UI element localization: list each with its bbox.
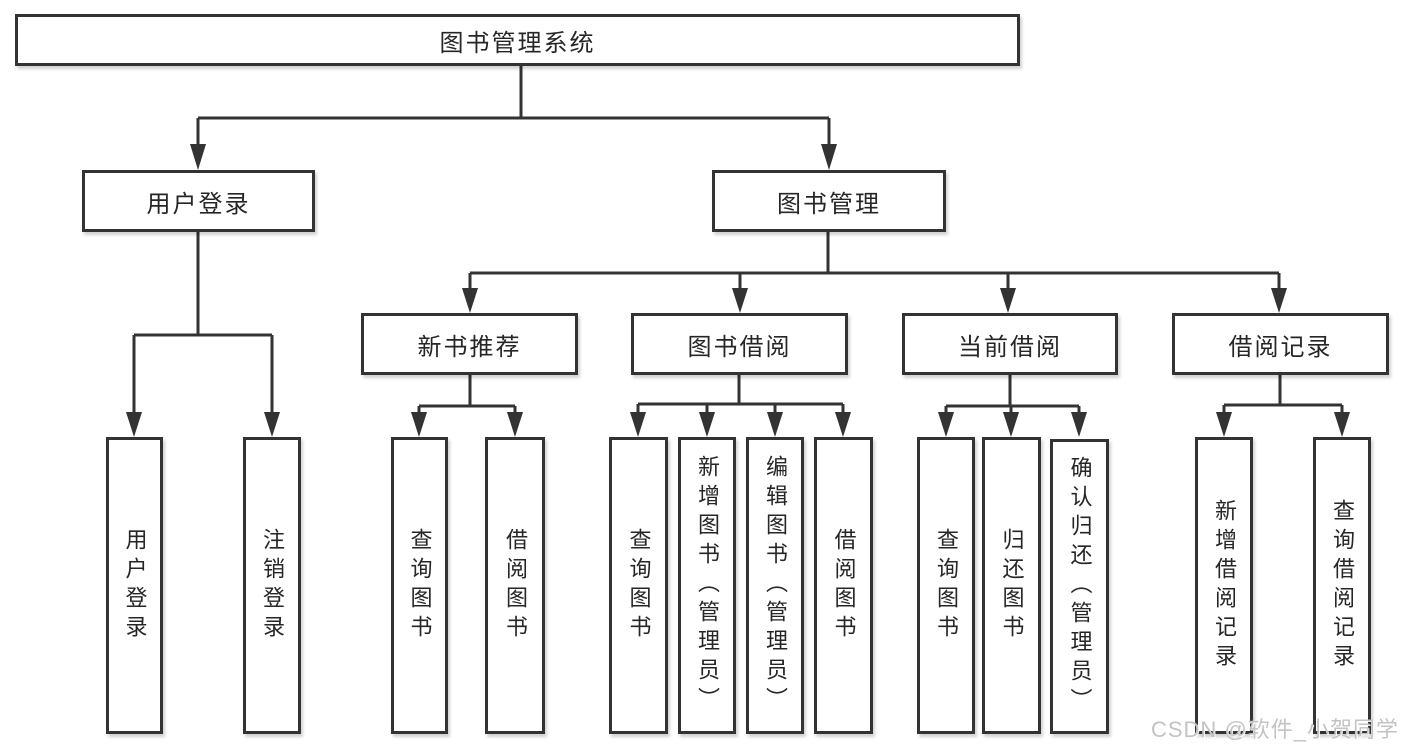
node-borrow-records: 借阅记录 [1172, 313, 1389, 375]
leaf-recommend-borrow-books: 借阅图书 [485, 437, 545, 734]
node-book-borrow: 图书借阅 [631, 313, 848, 375]
leaf-add-books-admin-label: 新增图书（管理员） [695, 455, 720, 716]
leaf-edit-books-admin: 编辑图书（管理员） [746, 437, 804, 734]
leaf-logout-label: 注销登录 [260, 527, 285, 644]
node-new-book-recommend: 新书推荐 [361, 313, 578, 375]
leaf-user-login: 用户登录 [106, 437, 163, 734]
leaf-confirm-return-admin: 确认归还（管理员） [1050, 439, 1109, 734]
leaf-add-borrow-record: 新增借阅记录 [1195, 437, 1253, 734]
node-current-borrow: 当前借阅 [902, 313, 1118, 375]
leaf-borrow-query-books: 查询图书 [609, 437, 668, 734]
leaf-add-borrow-record-label: 新增借阅记录 [1212, 498, 1237, 673]
node-book-management-label: 图书管理 [777, 190, 881, 218]
leaf-confirm-return-admin-label: 确认归还（管理员） [1067, 456, 1093, 717]
leaf-logout: 注销登录 [243, 437, 301, 734]
node-current-borrow-label: 当前借阅 [958, 333, 1062, 361]
node-user-login-label: 用户登录 [146, 190, 251, 218]
leaf-recommend-query-books: 查询图书 [391, 437, 448, 734]
node-book-borrow-label: 图书借阅 [687, 333, 792, 361]
node-book-management: 图书管理 [712, 170, 946, 232]
node-user-login: 用户登录 [82, 170, 315, 232]
node-borrow-records-label: 借阅记录 [1228, 333, 1333, 361]
leaf-user-login-label: 用户登录 [122, 527, 148, 644]
leaf-borrow-query-books-label: 查询图书 [626, 527, 652, 644]
leaf-borrow-books: 借阅图书 [814, 437, 873, 734]
leaf-query-borrow-record-label: 查询借阅记录 [1330, 498, 1355, 673]
leaf-return-books-label: 归还图书 [999, 527, 1025, 644]
node-root: 图书管理系统 [15, 14, 1020, 66]
leaf-current-query-books-label: 查询图书 [934, 527, 959, 644]
watermark: CSDN @软件_小贺同学 [1150, 717, 1399, 742]
leaf-query-borrow-record: 查询借阅记录 [1313, 437, 1371, 734]
leaf-add-books-admin: 新增图书（管理员） [678, 437, 736, 734]
node-root-label: 图书管理系统 [439, 29, 596, 57]
leaf-return-books: 归还图书 [982, 437, 1041, 734]
leaf-borrow-books-label: 借阅图书 [831, 527, 857, 644]
leaf-recommend-borrow-books-label: 借阅图书 [503, 527, 528, 644]
leaf-edit-books-admin-label: 编辑图书（管理员） [763, 455, 788, 716]
leaf-recommend-query-books-label: 查询图书 [407, 527, 433, 644]
node-new-book-recommend-label: 新书推荐 [417, 333, 522, 361]
leaf-current-query-books: 查询图书 [917, 437, 975, 734]
